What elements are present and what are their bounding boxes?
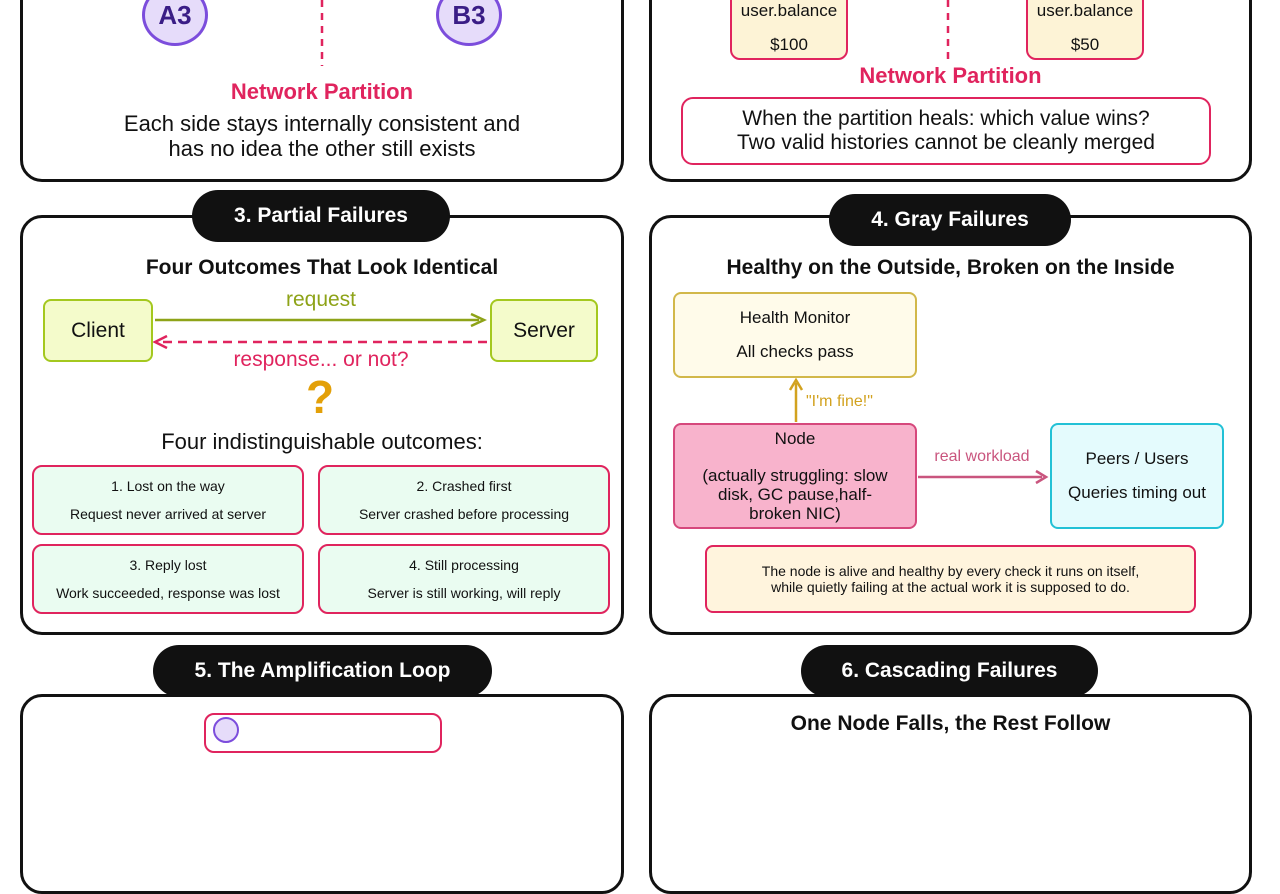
partition-description: Each side stays internally consistent an… xyxy=(20,111,624,161)
partition-description-line1: Each side stays internally consistent an… xyxy=(123,111,521,136)
outcome-title: 3. Reply lost xyxy=(129,557,207,573)
outcome-title: 1. Lost on the way xyxy=(111,478,225,494)
health-monitor-title: Health Monitor xyxy=(739,308,851,327)
panel6-header: 6. Cascading Failures xyxy=(801,645,1098,697)
partition-divider-2 xyxy=(946,0,950,62)
outcome-desc: Work succeeded, response was lost xyxy=(56,585,280,601)
note-line2: while quietly failing at the actual work… xyxy=(771,579,1130,595)
merge-question-box: When the partition heals: which value wi… xyxy=(681,97,1211,165)
outcome-card: 2. Crashed first Server crashed before p… xyxy=(318,465,610,535)
client-box: Client xyxy=(43,299,153,362)
outcomes-heading: Four indistinguishable outcomes: xyxy=(161,429,483,454)
node-desc-line2: disk, GC pause,half- xyxy=(717,485,872,504)
workload-label: real workload xyxy=(934,448,1030,465)
partition-label-2: Network Partition xyxy=(859,63,1042,88)
partition-description-line2: has no idea the other still exists xyxy=(168,136,476,161)
outcome-card: 3. Reply lost Work succeeded, response w… xyxy=(32,544,304,614)
balance-value-right: $50 xyxy=(1070,35,1100,54)
node-box: Node (actually struggling: slow disk, GC… xyxy=(673,423,917,529)
peers-status: Queries timing out xyxy=(1068,483,1206,502)
amplification-node-box xyxy=(204,713,442,753)
partition-label: Network Partition xyxy=(230,79,414,104)
partition-divider xyxy=(320,0,324,66)
outcome-desc: Server crashed before processing xyxy=(358,506,570,522)
workload-arrow xyxy=(918,469,1049,485)
fine-arrow xyxy=(788,378,804,422)
outcome-card: 4. Still processing Server is still work… xyxy=(318,544,610,614)
gray-failure-note: The node is alive and healthy by every c… xyxy=(705,545,1196,613)
request-label: request xyxy=(285,288,357,311)
request-arrow xyxy=(155,313,487,327)
merge-question-line1: When the partition heals: which value wi… xyxy=(742,107,1150,130)
amplification-node-icon xyxy=(213,717,239,743)
balance-box-right: user.balance $50 xyxy=(1026,0,1144,60)
node-a3: A3 xyxy=(142,0,208,46)
panel5-header: 5. The Amplification Loop xyxy=(153,645,492,697)
fine-label: "I'm fine!" xyxy=(806,393,873,410)
merge-question-line2: Two valid histories cannot be cleanly me… xyxy=(737,131,1155,154)
response-arrow xyxy=(153,335,488,349)
node-desc-line1: (actually struggling: slow xyxy=(702,466,888,485)
outcome-desc: Server is still working, will reply xyxy=(367,585,561,601)
outcome-title: 4. Still processing xyxy=(409,557,519,573)
node-desc-line3: broken NIC) xyxy=(749,504,841,523)
note-line1: The node is alive and healthy by every c… xyxy=(761,563,1140,579)
health-monitor-status: All checks pass xyxy=(736,342,854,361)
peers-title: Peers / Users xyxy=(1085,449,1189,468)
server-box: Server xyxy=(490,299,598,362)
panel4-title: Healthy on the Outside, Broken on the In… xyxy=(726,256,1175,279)
peers-box: Peers / Users Queries timing out xyxy=(1050,423,1224,529)
panel3-header: 3. Partial Failures xyxy=(192,190,450,242)
panel6-title: One Node Falls, the Rest Follow xyxy=(790,712,1111,735)
question-mark: ? xyxy=(305,371,335,423)
outcome-desc: Request never arrived at server xyxy=(69,506,267,522)
node-title: Node xyxy=(774,429,816,448)
outcome-card: 1. Lost on the way Request never arrived… xyxy=(32,465,304,535)
health-monitor-box: Health Monitor All checks pass xyxy=(673,292,917,378)
balance-value-left: $100 xyxy=(770,35,808,54)
balance-field-right: user.balance xyxy=(1036,1,1134,20)
panel4-header: 4. Gray Failures xyxy=(829,194,1071,246)
balance-field-left: user.balance xyxy=(740,1,838,20)
response-label: response... or not? xyxy=(233,348,409,371)
outcome-title: 2. Crashed first xyxy=(416,478,512,494)
balance-box-left: user.balance $100 xyxy=(730,0,848,60)
panel3-title: Four Outcomes That Look Identical xyxy=(145,256,499,279)
